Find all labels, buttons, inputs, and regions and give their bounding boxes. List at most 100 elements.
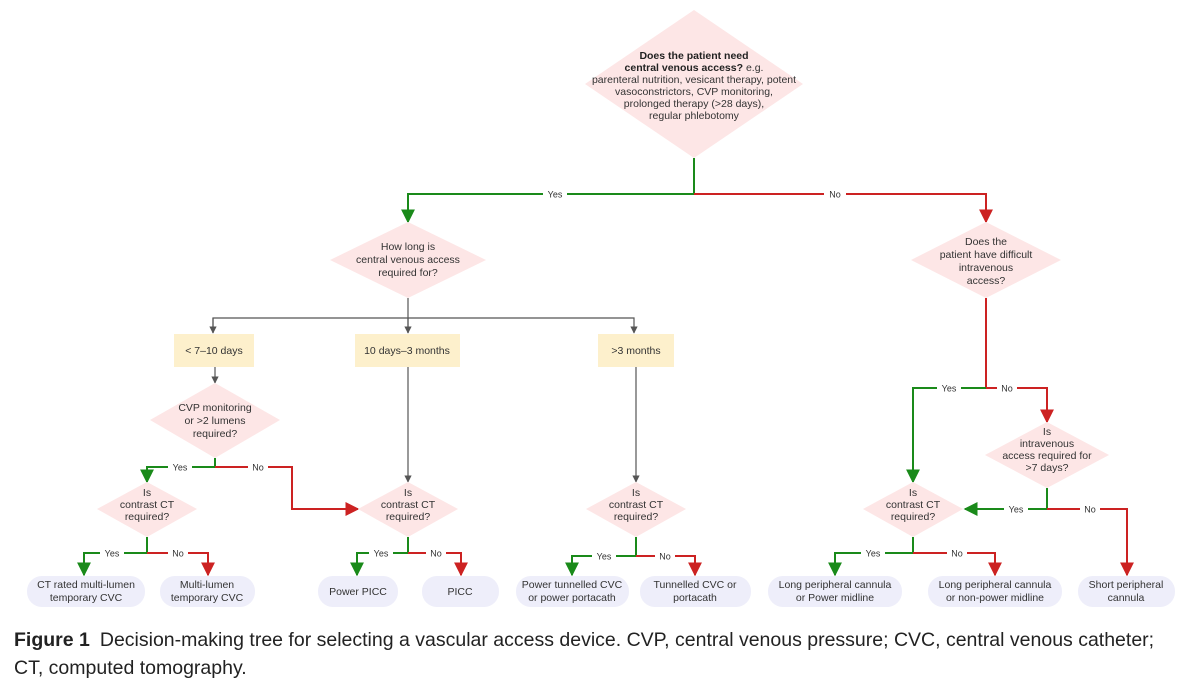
outcome-label: CT rated multi-lumen (37, 579, 135, 591)
outcome-label: cannula (1108, 592, 1145, 604)
duration-box-medium (355, 334, 460, 367)
difficult-question-line: intravenous (959, 262, 1013, 274)
edge-difficult-yes (906, 387, 986, 484)
decision-cvp-lumens (150, 383, 280, 458)
label-yes: Yes (597, 552, 612, 562)
root-examples-line: prolonged therapy (>28 days), (624, 98, 764, 110)
duration-question-line: central venous access (356, 254, 460, 266)
root-examples-line: parenteral nutrition, vesicant therapy, … (592, 74, 796, 86)
cvp-question-line: required? (193, 428, 238, 440)
ct-question-line: contrast CT (381, 499, 436, 511)
root-question-line: central venous access? e.g. (625, 62, 764, 74)
ct-question-line: required? (386, 511, 431, 523)
ct-question-line: Is (143, 487, 151, 499)
outcome-power-tunnelled-cvc (516, 576, 629, 607)
outcome-label: or power portacath (528, 592, 616, 604)
label-no: No (1084, 505, 1096, 515)
root-question-line: Does the patient need (639, 50, 748, 62)
ct-question-line: required? (125, 511, 170, 523)
outcome-label: Power PICC (329, 586, 387, 598)
duration-question-line: required for? (378, 267, 438, 279)
label-no: No (1001, 384, 1013, 394)
ct-question-line: Is (909, 487, 917, 499)
duration-box-short (174, 334, 254, 367)
ct-question-line: required? (891, 511, 936, 523)
outcome-label: portacath (673, 592, 717, 604)
difficult-question-line: access? (967, 275, 1006, 287)
decision-iv-over-7-days (985, 422, 1109, 488)
outcome-label: temporary CVC (50, 592, 123, 604)
caption-text: Decision-making tree for selecting a vas… (14, 629, 1155, 679)
decision-contrast-ct (97, 482, 197, 537)
label-yes: Yes (374, 549, 389, 559)
edge-ct1-no (147, 552, 215, 577)
ct-question-line: contrast CT (120, 499, 175, 511)
ct-question-line: contrast CT (886, 499, 941, 511)
outcome-label: PICC (447, 586, 473, 598)
decision-duration (330, 222, 486, 298)
label-no: No (951, 549, 963, 559)
decision-contrast-ct (863, 482, 963, 537)
outcome-tunnelled-cvc (640, 576, 751, 607)
duration-label: >3 months (611, 345, 660, 357)
edge-root-no (694, 193, 993, 224)
edge-cvp-no (215, 466, 360, 516)
outcome-label: or Power midline (796, 592, 874, 604)
outcome-label: Multi-lumen (180, 579, 234, 591)
outcome-short-peripheral-cannula (1078, 576, 1175, 607)
edge-ct2-no (408, 552, 468, 577)
cvp-question-line: or >2 lumens (185, 415, 246, 427)
difficult-question-line: Does the (965, 236, 1007, 248)
decision-central-venous-access (585, 10, 803, 158)
outcome-label: Short peripheral (1089, 579, 1164, 591)
decision-tree-diagram: Yes No Yes No Yes No Yes No Yes No Yes N… (27, 10, 1175, 607)
ct-question-line: Is (404, 487, 412, 499)
label-yes: Yes (548, 190, 563, 200)
edge-duration-branches (212, 298, 634, 333)
iv7-question-line: access required for (1002, 450, 1092, 462)
outcome-label: Power tunnelled CVC (522, 579, 623, 591)
outcome-label: Long peripheral cannula (779, 579, 892, 591)
root-examples-line: regular phlebotomy (649, 110, 740, 122)
outcome-multi-lumen-cvc (160, 576, 255, 607)
iv7-question-line: intravenous (1020, 438, 1074, 450)
decision-contrast-ct (358, 482, 458, 537)
iv7-question-line: Is (1043, 426, 1051, 438)
outcome-label: or non-power midline (946, 592, 1044, 604)
decision-contrast-ct (586, 482, 686, 537)
label-yes: Yes (105, 549, 120, 559)
label-no: No (430, 549, 442, 559)
ct-question-line: Is (632, 487, 640, 499)
label-no: No (829, 190, 841, 200)
label-no: No (172, 549, 184, 559)
duration-label: < 7–10 days (185, 345, 243, 357)
label-no: No (252, 463, 264, 473)
outcome-picc (422, 576, 499, 607)
outcome-long-cannula-power-midline (768, 576, 902, 607)
label-yes: Yes (866, 549, 881, 559)
edge-iv7-no (1047, 508, 1134, 577)
label-yes: Yes (173, 463, 188, 473)
label-yes: Yes (1009, 505, 1024, 515)
ct-question-line: contrast CT (609, 499, 664, 511)
ct-question-line: required? (614, 511, 659, 523)
root-examples-line: vasoconstrictors, CVP monitoring, (615, 86, 773, 98)
figure-label: Figure 1 (14, 629, 90, 651)
outcome-label: temporary CVC (171, 592, 244, 604)
cvp-question-line: CVP monitoring (178, 402, 252, 414)
duration-box-long (598, 334, 674, 367)
outcome-label: Tunnelled CVC or (653, 579, 737, 591)
duration-label: 10 days–3 months (364, 345, 450, 357)
label-no: No (659, 552, 671, 562)
duration-question-line: How long is (381, 241, 435, 253)
outcome-power-picc (318, 576, 398, 607)
iv7-question-line: >7 days? (1026, 462, 1069, 474)
label-yes: Yes (942, 384, 957, 394)
decision-difficult-iv-access (911, 222, 1061, 298)
outcome-label: Long peripheral cannula (939, 579, 1052, 591)
outcome-ct-rated-multi-lumen-cvc (27, 576, 145, 607)
edge-ct4-no (913, 552, 1002, 577)
outcome-long-cannula-nonpower-midline (928, 576, 1062, 607)
difficult-question-line: patient have difficult (940, 249, 1033, 261)
